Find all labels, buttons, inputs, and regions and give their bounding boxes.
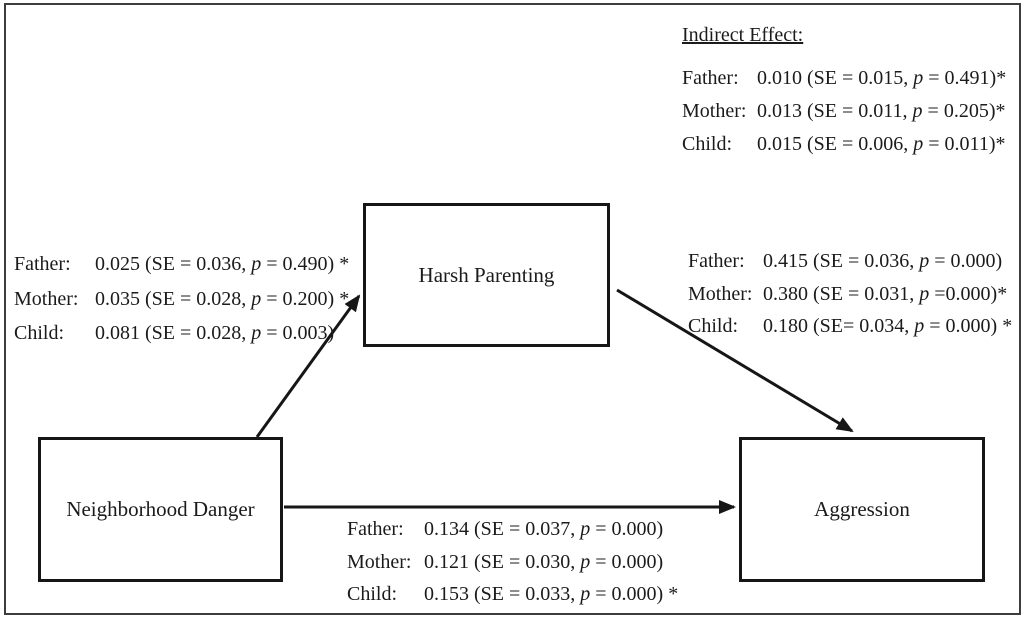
stat-row-value: 0.013 (SE = 0.011, p = 0.205)* xyxy=(757,100,1006,122)
stat-row-value: 0.153 (SE = 0.033, p = 0.000) * xyxy=(424,583,679,605)
stat-row-value: 0.081 (SE = 0.028, p = 0.003) xyxy=(95,322,335,344)
stat-row-label: Father: xyxy=(682,67,739,89)
indirect-effect-title: Indirect Effect: xyxy=(682,24,804,46)
stat-row: Mother: 0.121 (SE = 0.030, p = 0.000) xyxy=(347,546,678,579)
stat-row-label: Child: xyxy=(688,315,739,337)
stat-row: Mother: 0.035 (SE = 0.028, p = 0.200) * xyxy=(14,282,349,317)
stat-row-value: 0.035 (SE = 0.028, p = 0.200) * xyxy=(95,287,350,310)
stat-row-label: Mother: xyxy=(682,100,747,122)
path-b-stats: Father: 0.415 (SE = 0.036, p = 0.000) Mot… xyxy=(688,245,1012,343)
stat-row: Mother: 0.380 (SE = 0.031, p =0.000)* xyxy=(688,278,1012,311)
stat-row-value: 0.010 (SE = 0.015, p = 0.491)* xyxy=(757,67,1007,89)
stat-row: Child: 0.180 (SE= 0.034, p = 0.000) * xyxy=(688,310,1012,343)
arrow-mediator-to-outcome xyxy=(616,288,854,433)
stat-row-label: Mother: xyxy=(14,287,79,310)
stat-row: Mother: 0.013 (SE = 0.011, p = 0.205)* xyxy=(682,95,1006,128)
stat-row-label: Child: xyxy=(347,583,398,605)
predictor-box-label: Neighborhood Danger xyxy=(66,497,255,521)
outcome-box: Aggression xyxy=(739,437,985,582)
stat-row-value: 0.180 (SE= 0.034, p = 0.000) * xyxy=(763,315,1013,337)
arrow-predictor-to-mediator xyxy=(255,294,361,438)
stat-row: Child: 0.153 (SE = 0.033, p = 0.000) * xyxy=(347,578,678,611)
mediator-box: Harsh Parenting xyxy=(363,203,610,347)
stat-row-label: Child: xyxy=(14,322,65,344)
stat-row: Child: 0.015 (SE = 0.006, p = 0.011)* xyxy=(682,128,1006,161)
stat-row-value: 0.121 (SE = 0.030, p = 0.000) xyxy=(424,550,664,573)
outcome-box-label: Aggression xyxy=(814,497,910,521)
stat-row: Child: 0.081 (SE = 0.028, p = 0.003) xyxy=(14,316,349,351)
stat-row-label: Father: xyxy=(14,253,71,275)
stat-row-label: Mother: xyxy=(347,550,412,573)
stat-row-label: Father: xyxy=(347,518,404,540)
stat-row-label: Mother: xyxy=(688,282,753,305)
stat-row-value: 0.134 (SE = 0.037, p = 0.000) xyxy=(424,518,664,540)
stat-row-value: 0.015 (SE = 0.006, p = 0.011)* xyxy=(757,133,1006,155)
indirect-effect-stats: Father: 0.010 (SE = 0.015, p = 0.491)* Mo… xyxy=(682,62,1006,161)
path-c-stats: Father: 0.134 (SE = 0.037, p = 0.000) Mot… xyxy=(347,513,678,611)
predictor-box: Neighborhood Danger xyxy=(38,437,283,582)
stat-row-value: 0.415 (SE = 0.036, p = 0.000) xyxy=(763,250,1003,272)
stat-row-label: Child: xyxy=(682,133,733,155)
stat-row-label: Father: xyxy=(688,250,745,272)
mediator-box-label: Harsh Parenting xyxy=(418,262,555,287)
stat-row: Father: 0.025 (SE = 0.036, p = 0.490) * xyxy=(14,247,349,282)
path-a-stats: Father: 0.025 (SE = 0.036, p = 0.490) * M… xyxy=(14,247,349,351)
stat-row: Father: 0.415 (SE = 0.036, p = 0.000) xyxy=(688,245,1012,278)
stat-row: Father: 0.134 (SE = 0.037, p = 0.000) xyxy=(347,513,678,546)
stat-row-value: 0.025 (SE = 0.036, p = 0.490) * xyxy=(95,253,350,275)
stat-row-value: 0.380 (SE = 0.031, p =0.000)* xyxy=(763,282,1008,305)
stat-row: Father: 0.010 (SE = 0.015, p = 0.491)* xyxy=(682,62,1006,95)
